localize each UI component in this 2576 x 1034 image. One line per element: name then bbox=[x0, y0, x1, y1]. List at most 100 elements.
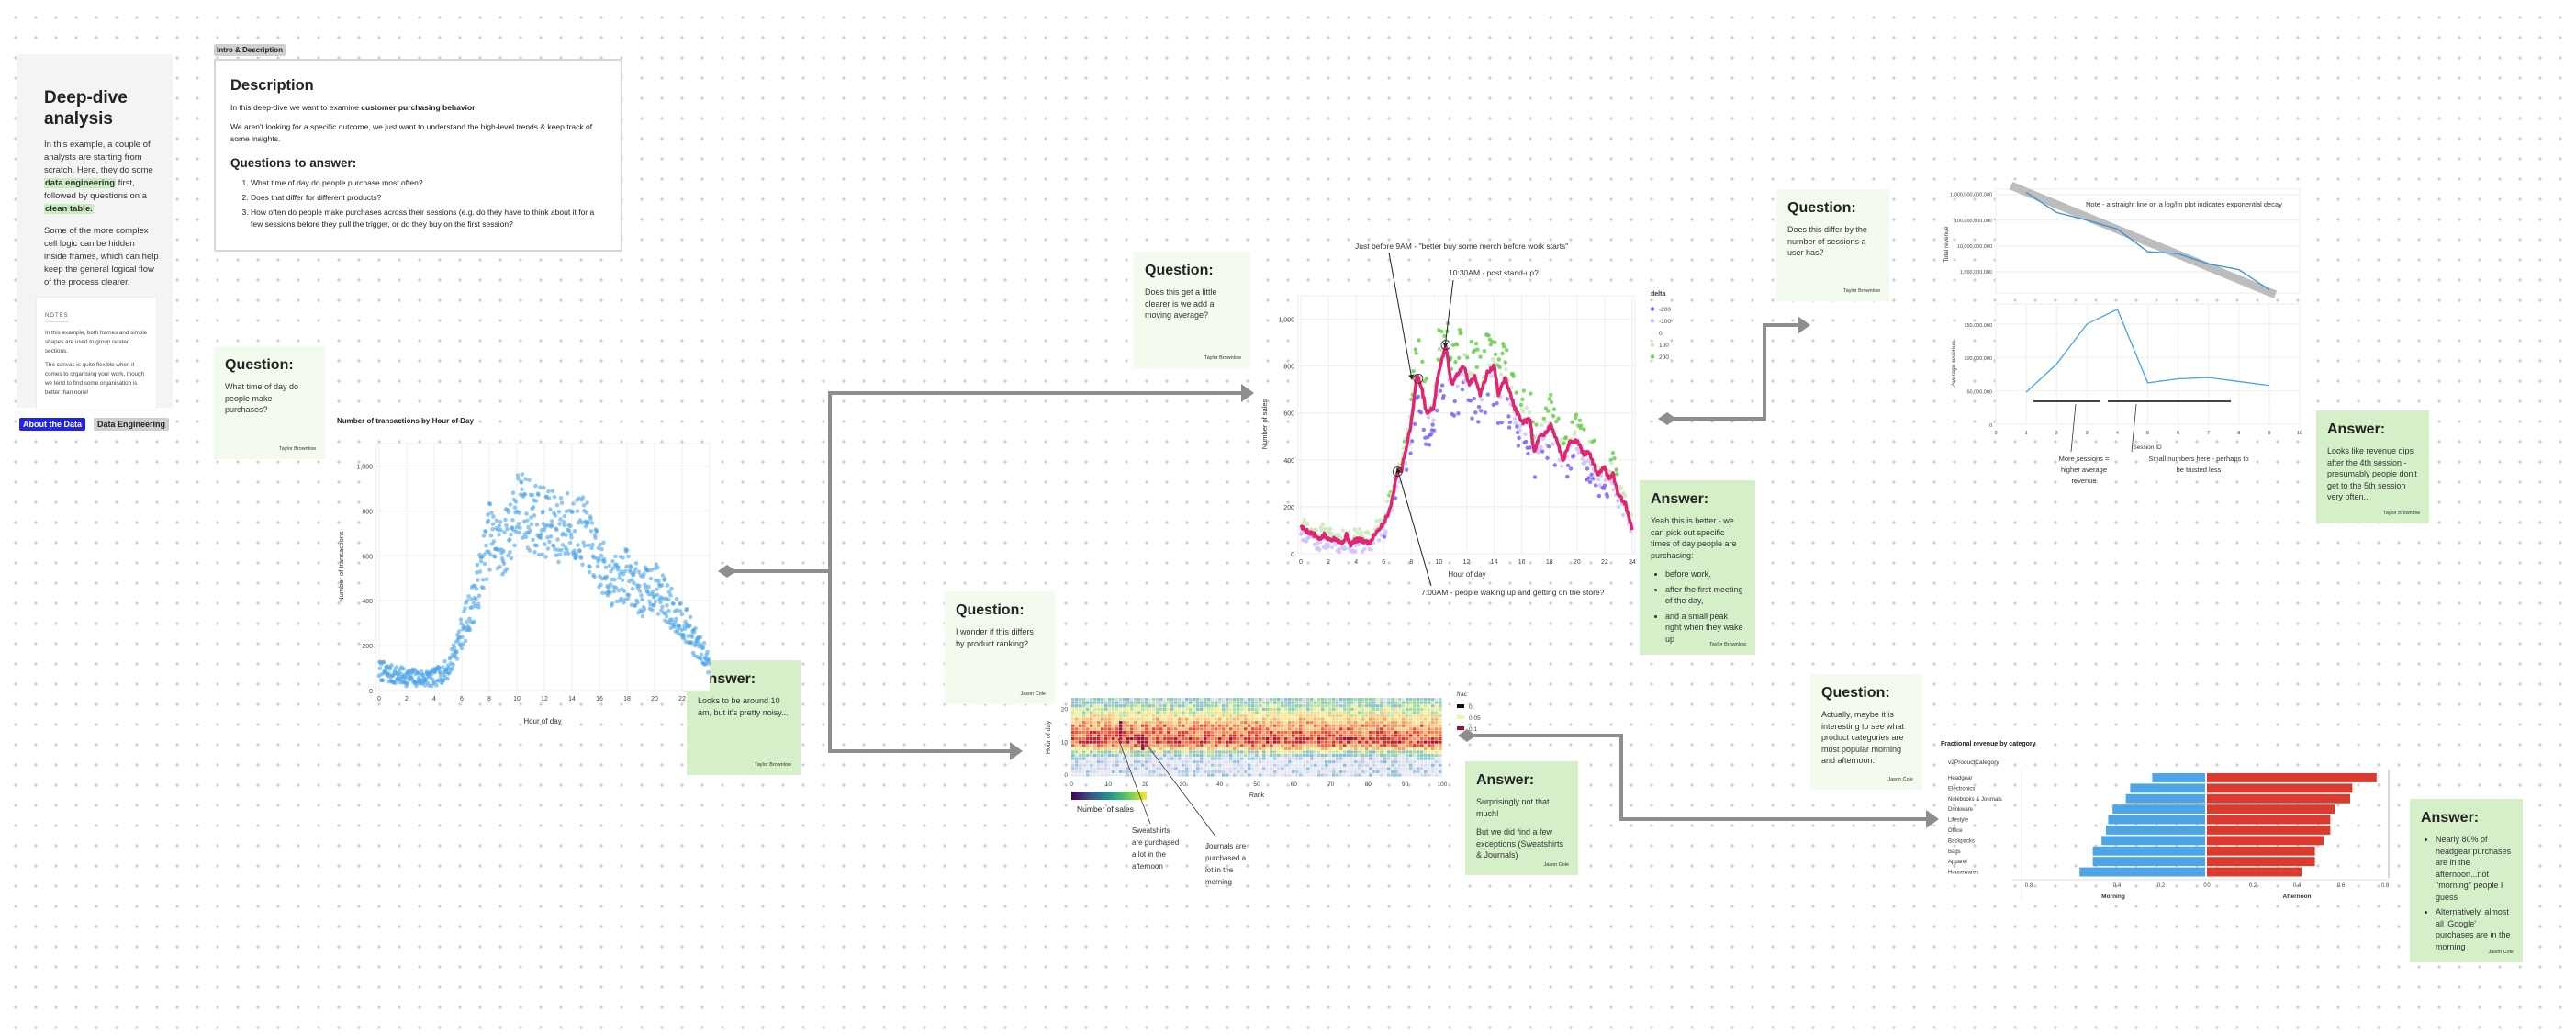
data-point bbox=[1493, 340, 1497, 344]
heatmap-cell bbox=[1259, 757, 1262, 760]
heatmap-cell bbox=[1417, 704, 1420, 708]
heatmap-cell bbox=[1321, 724, 1325, 727]
heatmap-cell bbox=[1394, 753, 1398, 758]
heatmap-cell bbox=[1288, 711, 1292, 714]
legend-swatch bbox=[1457, 715, 1464, 719]
data-point bbox=[1470, 416, 1474, 421]
heatmap-cell bbox=[1424, 773, 1428, 777]
question-sticky-5[interactable]: Question: Actually, maybe it is interest… bbox=[1810, 674, 1922, 790]
heatmap-cell bbox=[1174, 707, 1178, 711]
heatmap-cell bbox=[1115, 760, 1119, 764]
x-tick-label: 0 bbox=[377, 696, 381, 702]
heatmap-cell bbox=[1314, 750, 1317, 754]
answer-sticky-2[interactable]: Answer: Yeah this is better - we can pic… bbox=[1640, 480, 1755, 655]
heatmap-cell bbox=[1314, 753, 1317, 758]
heatmap-cell bbox=[1141, 714, 1145, 718]
heatmap-cell bbox=[1281, 724, 1284, 727]
heatmap-cell bbox=[1303, 698, 1306, 702]
heatmap-cell bbox=[1343, 740, 1347, 744]
heatmap-cell bbox=[1086, 730, 1090, 735]
data-point bbox=[1431, 428, 1437, 433]
heatmap-cell bbox=[1358, 704, 1361, 708]
heatmap-cell bbox=[1391, 734, 1394, 737]
heatmap-cell bbox=[1365, 757, 1369, 760]
heatmap-cell bbox=[1248, 750, 1251, 754]
heatmap-cell bbox=[1398, 734, 1402, 737]
data-point bbox=[1559, 438, 1563, 443]
answer-sticky-5[interactable]: Answer: Nearly 80% of headgear purchases… bbox=[2410, 799, 2523, 962]
y-tick-label: 1,000,000,000,000 bbox=[1950, 193, 1992, 198]
heatmap-cell bbox=[1170, 698, 1174, 702]
heatmap-cell bbox=[1299, 747, 1303, 750]
heatmap-cell bbox=[1409, 763, 1413, 767]
heatmap-cell bbox=[1079, 711, 1082, 714]
heatmap-cell bbox=[1361, 760, 1365, 764]
heatmap-cell bbox=[1218, 724, 1222, 727]
data-point bbox=[517, 530, 522, 535]
heatmap-cell bbox=[1328, 747, 1332, 750]
heatmap-cell bbox=[1325, 727, 1328, 731]
heatmap-cell bbox=[1314, 757, 1317, 760]
heatmap-cell bbox=[1251, 744, 1255, 747]
heatmap-cell bbox=[1174, 760, 1178, 764]
heatmap-cell bbox=[1130, 747, 1134, 750]
heatmap-cell bbox=[1328, 737, 1332, 741]
heatmap-cell bbox=[1115, 763, 1119, 767]
heatmap-cell bbox=[1299, 767, 1303, 770]
heatmap-cell bbox=[1361, 704, 1365, 708]
heatmap-cell bbox=[1115, 734, 1119, 737]
question-sticky-2[interactable]: Question: Does this get a little clearer… bbox=[1134, 252, 1250, 368]
heatmap-cell bbox=[1299, 698, 1303, 702]
heatmap-cell bbox=[1262, 740, 1266, 744]
frame-label-intro[interactable]: Intro & Description bbox=[214, 44, 286, 56]
question-sticky-1[interactable]: Question: What time of day do people mak… bbox=[214, 346, 325, 459]
data-point bbox=[610, 558, 615, 564]
data-point bbox=[608, 582, 613, 587]
question-sticky-3[interactable]: Question: I wonder if this differs by pr… bbox=[945, 591, 1055, 704]
heatmap-cell bbox=[1420, 721, 1424, 725]
heatmap-cell bbox=[1185, 763, 1189, 767]
heatmap-cell bbox=[1248, 717, 1251, 721]
heatmap-cell bbox=[1299, 750, 1303, 754]
heatmap-cell bbox=[1071, 721, 1075, 725]
x-tick-label: 20 bbox=[651, 696, 658, 702]
heatmap-cell bbox=[1079, 747, 1082, 750]
heatmap-cell bbox=[1398, 714, 1402, 718]
connector-diamond-icon[interactable] bbox=[718, 565, 736, 578]
heatmap-cell bbox=[1071, 757, 1075, 760]
heatmap-cell bbox=[1218, 740, 1222, 744]
data-point bbox=[1551, 407, 1557, 411]
data-point bbox=[1473, 341, 1479, 346]
heatmap-cell bbox=[1325, 737, 1328, 741]
question-item: Does that differ for different products? bbox=[251, 192, 606, 204]
data-engineering-button[interactable]: Data Engineering bbox=[94, 418, 170, 431]
data-point bbox=[1527, 410, 1532, 415]
answer-sticky-4[interactable]: Answer: Looks like revenue dips after th… bbox=[2316, 410, 2429, 523]
heatmap-cell bbox=[1244, 721, 1248, 725]
heatmap-cell bbox=[1152, 698, 1156, 702]
heatmap-cell bbox=[1391, 770, 1394, 774]
heatmap-cell bbox=[1295, 744, 1299, 747]
data-point bbox=[1404, 467, 1409, 472]
heatmap-cell bbox=[1075, 740, 1079, 744]
data-point bbox=[1496, 357, 1502, 362]
heatmap-cell bbox=[1417, 744, 1420, 747]
heatmap-cell bbox=[1299, 744, 1303, 747]
about-the-data-button[interactable]: About the Data bbox=[19, 418, 85, 431]
heatmap-cell bbox=[1380, 724, 1383, 727]
question-sticky-4[interactable]: Question: Does this differ by the number… bbox=[1776, 189, 1889, 301]
heatmap-cell bbox=[1428, 717, 1431, 721]
heatmap-cell bbox=[1383, 737, 1387, 741]
heatmap-cell bbox=[1229, 767, 1233, 770]
heatmap-cell bbox=[1350, 760, 1354, 764]
heatmap-cell bbox=[1156, 704, 1159, 708]
heatmap-cell bbox=[1325, 730, 1328, 735]
heatmap-cell bbox=[1270, 747, 1273, 750]
heatmap-cell bbox=[1420, 724, 1424, 727]
heatmap-cell bbox=[1200, 747, 1204, 750]
heatmap-cell bbox=[1317, 747, 1321, 750]
heatmap-cell bbox=[1185, 721, 1189, 725]
heatmap-cell bbox=[1193, 763, 1196, 767]
heatmap-cell bbox=[1369, 727, 1372, 731]
heatmap-cell bbox=[1178, 717, 1182, 721]
